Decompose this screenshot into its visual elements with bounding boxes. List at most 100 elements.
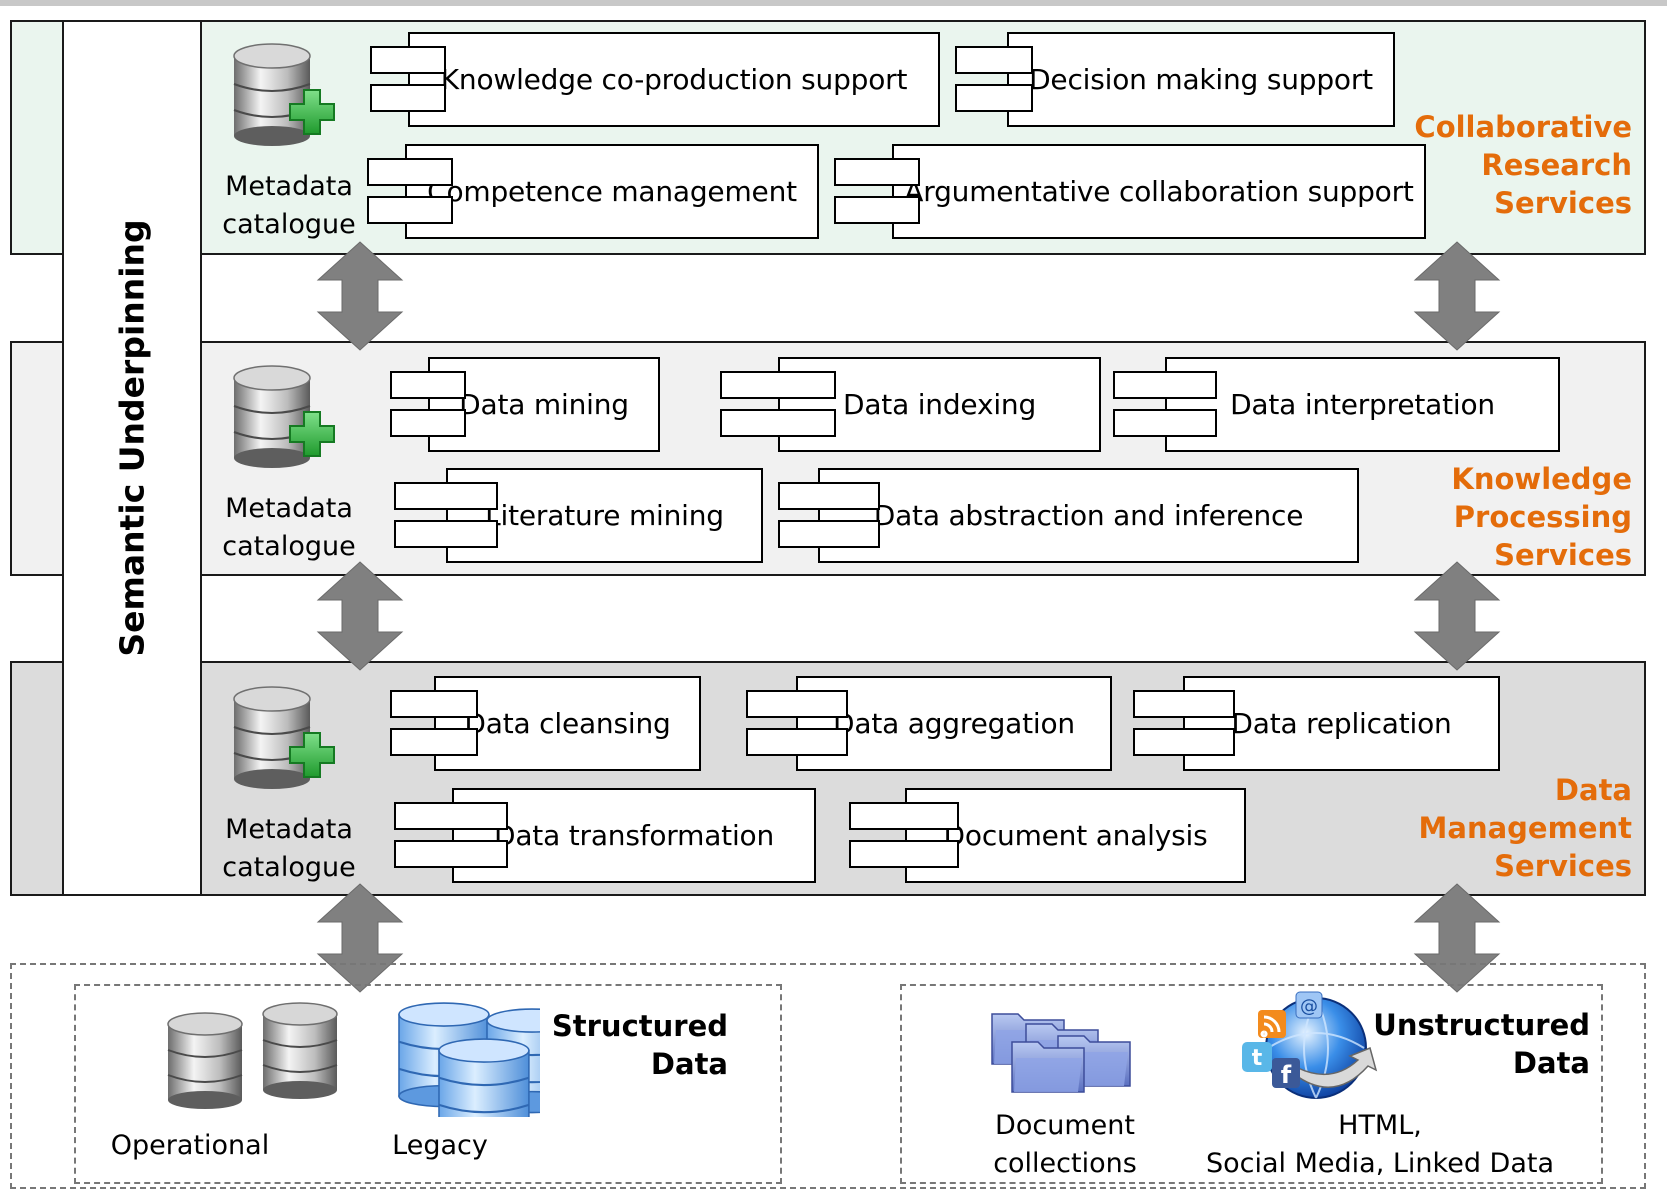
component-data-aggregation: Data aggregation	[746, 676, 1112, 771]
component-decision-making-support: Decision making support	[955, 32, 1395, 127]
double-arrow-icon	[316, 240, 404, 352]
component-label: Data aggregation	[796, 676, 1112, 771]
legacy-database-icon	[350, 1002, 540, 1117]
metadata-catalogue-label: Metadata catalogue	[219, 490, 359, 566]
component-tab	[1133, 728, 1235, 756]
component-label: Decision making support	[1007, 32, 1395, 127]
layer-label-line: Collaborative	[1414, 110, 1632, 144]
knowledge-layer-label: Knowledge Processing Services	[1451, 460, 1632, 574]
component-tab	[390, 728, 478, 756]
component-label: Knowledge co-production support	[408, 32, 940, 127]
component-tab	[394, 802, 508, 830]
top-rule	[0, 0, 1667, 6]
component-argumentative-collaboration-support: Argumentative collaboration support	[834, 144, 1426, 239]
layer-label-line: Research	[1481, 148, 1632, 182]
metadata-label-line: catalogue	[222, 209, 356, 240]
unstructured-data-frame	[900, 984, 1603, 1184]
layer-label-line: Data	[1554, 773, 1632, 807]
component-label: Literature mining	[446, 468, 763, 563]
unstructured-data-title: Unstructured Data	[1370, 1006, 1590, 1082]
component-tab	[1133, 690, 1235, 718]
component-tab	[849, 840, 959, 868]
layer-label-line: Knowledge	[1451, 462, 1632, 496]
layer-label-line: Management	[1418, 811, 1632, 845]
component-label: Data interpretation	[1165, 357, 1560, 452]
component-label: Data cleansing	[434, 676, 701, 771]
component-tab	[390, 409, 466, 437]
component-tab	[778, 482, 880, 510]
component-data-cleansing: Data cleansing	[390, 676, 701, 771]
double-arrow-icon	[316, 560, 404, 672]
structured-title-line: Data	[650, 1047, 728, 1081]
double-arrow-icon	[1413, 240, 1501, 352]
component-tab	[370, 46, 446, 74]
layer-label-line: Services	[1494, 186, 1632, 220]
metadata-catalogue-label: Metadata catalogue	[219, 168, 359, 244]
layer-label-line: Services	[1494, 538, 1632, 572]
operational-database-icon	[160, 1010, 250, 1110]
data-management-layer-label: Data Management Services	[1419, 771, 1632, 885]
metadata-label-line: catalogue	[222, 531, 356, 562]
component-knowledge-co-production-support: Knowledge co-production support	[370, 32, 940, 127]
component-data-indexing: Data indexing	[720, 357, 1101, 452]
component-tab	[834, 158, 920, 186]
component-label: Data mining	[428, 357, 660, 452]
component-tab	[955, 46, 1033, 74]
legacy-label: Legacy	[392, 1130, 488, 1161]
operational-label: Operational	[110, 1130, 270, 1161]
svg-text:@: @	[1300, 996, 1318, 1017]
label-line: HTML,	[1338, 1110, 1422, 1141]
metadata-database-add-icon	[228, 362, 338, 482]
double-arrow-icon	[1413, 560, 1501, 672]
component-tab	[955, 84, 1033, 112]
component-data-transformation: Data transformation	[394, 788, 816, 883]
component-competence-management: Competence management	[367, 144, 819, 239]
component-data-abstraction-and-inference: Data abstraction and inference	[778, 468, 1359, 563]
document-collections-label: Document collections	[975, 1107, 1155, 1183]
component-label: Data replication	[1183, 676, 1500, 771]
component-tab	[746, 690, 848, 718]
document-folders-icon	[991, 1013, 1131, 1093]
component-tab	[367, 196, 453, 224]
svg-text:t: t	[1252, 1046, 1263, 1071]
svg-text:f: f	[1281, 1061, 1292, 1089]
component-tab	[394, 840, 508, 868]
data-sources-frame	[10, 963, 1646, 1189]
unstructured-title-line: Unstructured	[1373, 1008, 1590, 1042]
component-literature-mining: Literature mining	[394, 468, 763, 563]
component-tab	[778, 520, 880, 548]
component-data-interpretation: Data interpretation	[1113, 357, 1560, 452]
component-tab	[390, 690, 478, 718]
metadata-label-line: Metadata	[225, 814, 353, 845]
component-tab	[720, 371, 836, 399]
metadata-database-add-icon	[228, 40, 338, 160]
component-label: Document analysis	[905, 788, 1246, 883]
operational-database-icon	[255, 1000, 345, 1100]
unstructured-title-line: Data	[1512, 1046, 1590, 1080]
component-tab	[394, 520, 498, 548]
component-tab	[746, 728, 848, 756]
semantic-underpinning-text: Semantic Underpinning	[112, 219, 152, 657]
social-web-icon: @ t f	[1242, 991, 1378, 1099]
metadata-catalogue-label: Metadata catalogue	[219, 811, 359, 887]
structured-title-line: Structured	[551, 1009, 728, 1043]
label-line: Document	[995, 1110, 1135, 1141]
semantic-underpinning-bar	[62, 20, 202, 896]
component-tab	[390, 371, 466, 399]
metadata-label-line: Metadata	[225, 171, 353, 202]
component-label: Argumentative collaboration support	[892, 144, 1426, 239]
layer-label-line: Services	[1494, 849, 1632, 883]
metadata-label-line: catalogue	[222, 852, 356, 883]
component-tab	[1113, 371, 1217, 399]
component-tab	[394, 482, 498, 510]
component-tab	[370, 84, 446, 112]
component-tab	[367, 158, 453, 186]
metadata-database-add-icon	[228, 683, 338, 803]
component-label: Competence management	[405, 144, 819, 239]
label-line: Social Media, Linked Data	[1205, 1148, 1555, 1179]
component-label: Data transformation	[452, 788, 816, 883]
component-label: Data abstraction and inference	[818, 468, 1359, 563]
component-data-mining: Data mining	[390, 357, 660, 452]
component-tab	[1113, 409, 1217, 437]
layer-label-line: Processing	[1453, 500, 1632, 534]
